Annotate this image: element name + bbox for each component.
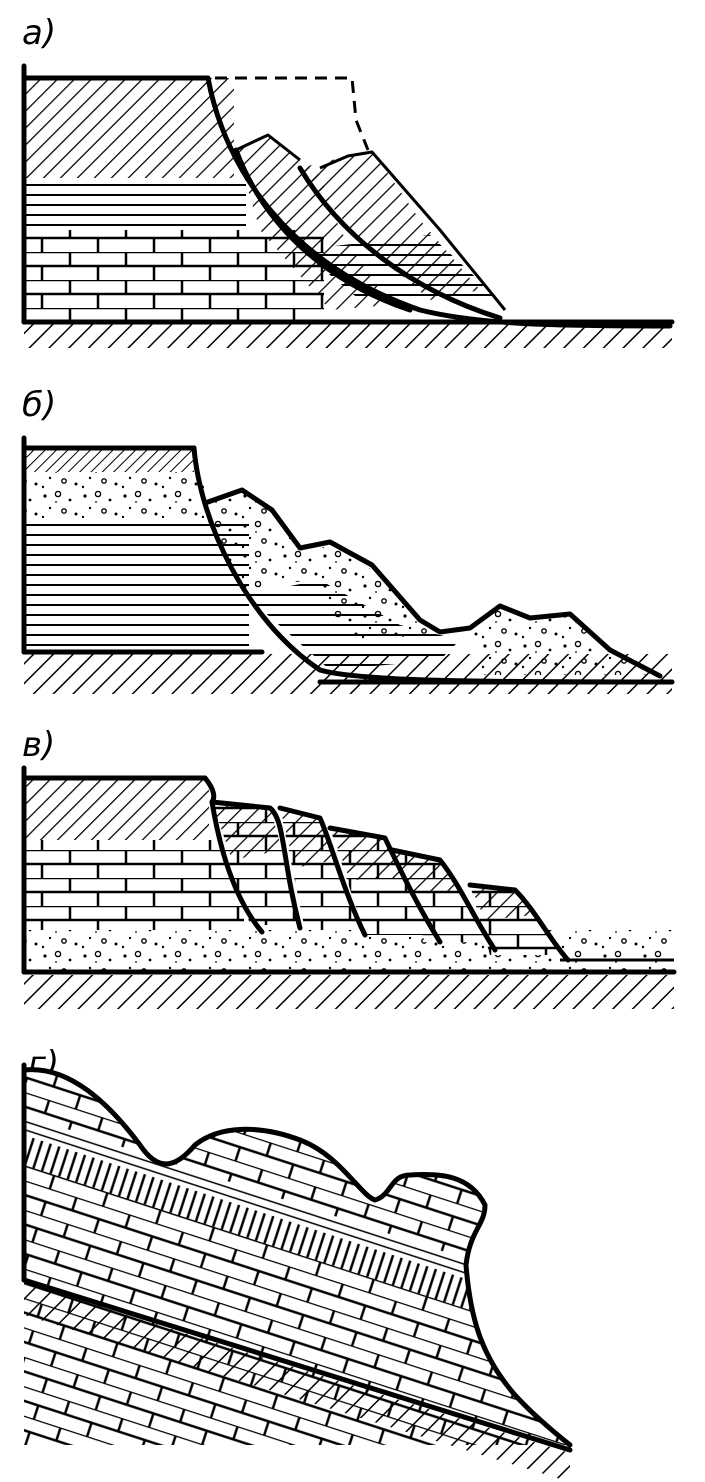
slump-block-1-cap — [212, 802, 282, 860]
original-slope-dashed — [215, 76, 370, 151]
slump-outline-2 — [209, 799, 303, 931]
slip-surface-1 — [233, 147, 413, 313]
panel-label-a: а) — [22, 13, 56, 53]
panel-label-b: б) — [22, 385, 56, 425]
limestone-layer — [24, 840, 244, 930]
slope-base-line — [21, 1277, 573, 1453]
slump-outline-1 — [202, 775, 265, 935]
sandy-layer — [24, 472, 204, 518]
slip-surface-2 — [297, 165, 503, 321]
slump-outline-4 — [327, 825, 443, 945]
panel-label-c: в) — [22, 725, 55, 765]
debris-mound-2 — [300, 545, 440, 642]
diagram-panel-d: г) — [21, 1044, 573, 1482]
hatched-top-layer — [24, 78, 234, 178]
slide-crest-2 — [319, 150, 507, 311]
diagram-panel-a: а) — [21, 13, 675, 348]
slump-block-5-cap — [470, 885, 534, 920]
slide-crest-1 — [235, 133, 301, 162]
ground-hatch — [24, 1283, 570, 1482]
diagram-panel-c: в) — [21, 725, 677, 1009]
slump-outline-3 — [277, 805, 368, 938]
hatched-top-layer — [24, 778, 209, 840]
debris-profile — [205, 487, 663, 679]
ground-hatch — [24, 975, 674, 1009]
slump-outline-5 — [389, 847, 498, 953]
ground-hatch — [24, 654, 672, 694]
displaced-strata — [245, 580, 460, 670]
striped-layer — [24, 178, 246, 230]
striped-layers — [24, 518, 249, 650]
slump-outline-6 — [467, 882, 571, 963]
cliff-outline — [21, 1067, 573, 1448]
gravel-base-layer — [24, 930, 674, 972]
diagram-panel-b: б) — [21, 385, 675, 694]
hatched-cap-layer — [24, 448, 194, 472]
debris-mound-1 — [210, 492, 310, 590]
ground-hatch — [24, 324, 672, 348]
